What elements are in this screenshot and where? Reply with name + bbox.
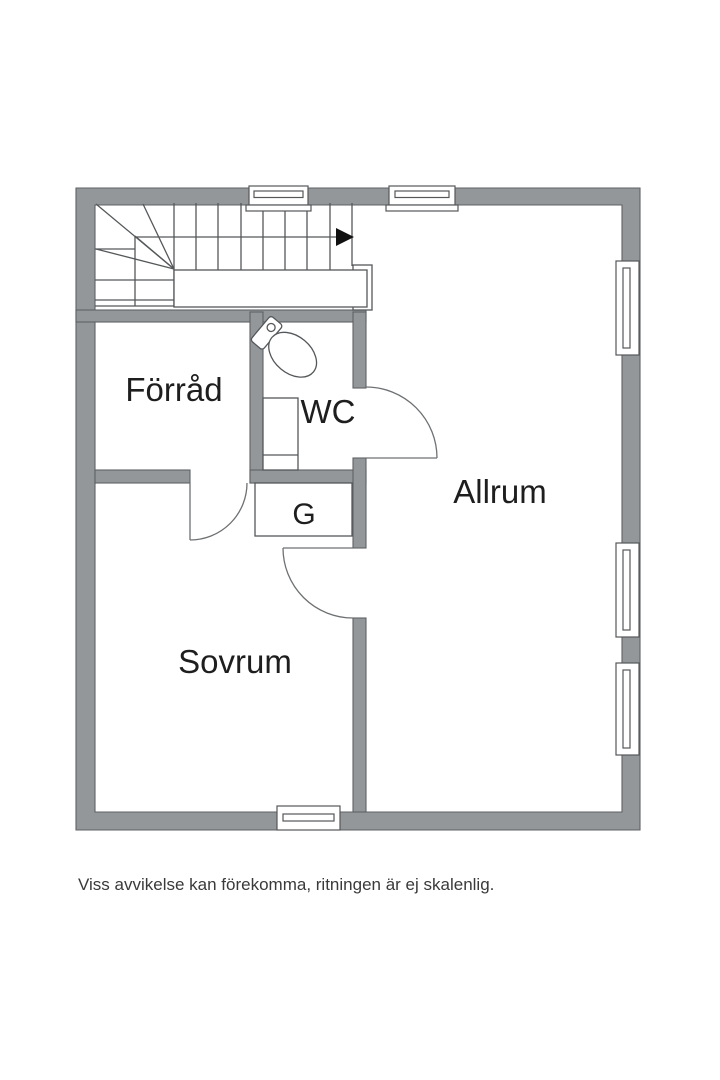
room-label-allrum: Allrum bbox=[453, 473, 547, 510]
window-right-upper bbox=[615, 260, 640, 356]
door-swing-arc bbox=[365, 386, 438, 459]
toilet-icon bbox=[250, 316, 318, 378]
door-swing-arc bbox=[282, 547, 354, 619]
door-wc bbox=[365, 386, 438, 459]
wall-segment bbox=[352, 457, 367, 549]
door-swing-arc bbox=[189, 482, 248, 541]
walls bbox=[75, 309, 367, 813]
disclaimer-text: Viss avvikelse kan förekomma, ritningen … bbox=[78, 875, 494, 894]
wall-segment bbox=[75, 309, 367, 323]
wall-segment bbox=[249, 469, 367, 484]
closet-g-box bbox=[254, 482, 353, 537]
door-forrad bbox=[189, 482, 248, 541]
door-sovrum bbox=[282, 547, 354, 619]
window-right-middle bbox=[615, 542, 640, 638]
stair-landing bbox=[173, 269, 368, 308]
stair-winder-treads bbox=[95, 203, 175, 307]
room-label-wc: WC bbox=[301, 393, 356, 430]
window-right-lower bbox=[615, 662, 640, 756]
room-label-sovrum: Sovrum bbox=[178, 643, 292, 680]
window-top-left bbox=[245, 185, 312, 212]
wall-segment bbox=[94, 469, 191, 484]
wc-cabinet bbox=[262, 397, 299, 471]
stair-direction-arrow-icon bbox=[336, 228, 354, 246]
wall-segment bbox=[352, 617, 367, 813]
window-bottom bbox=[276, 805, 341, 831]
room-label-forrad: Förråd bbox=[125, 371, 222, 408]
staircase bbox=[95, 203, 373, 311]
wall-segment bbox=[352, 311, 367, 389]
room-label-closet: G bbox=[292, 498, 315, 531]
window-top-right bbox=[385, 185, 459, 212]
